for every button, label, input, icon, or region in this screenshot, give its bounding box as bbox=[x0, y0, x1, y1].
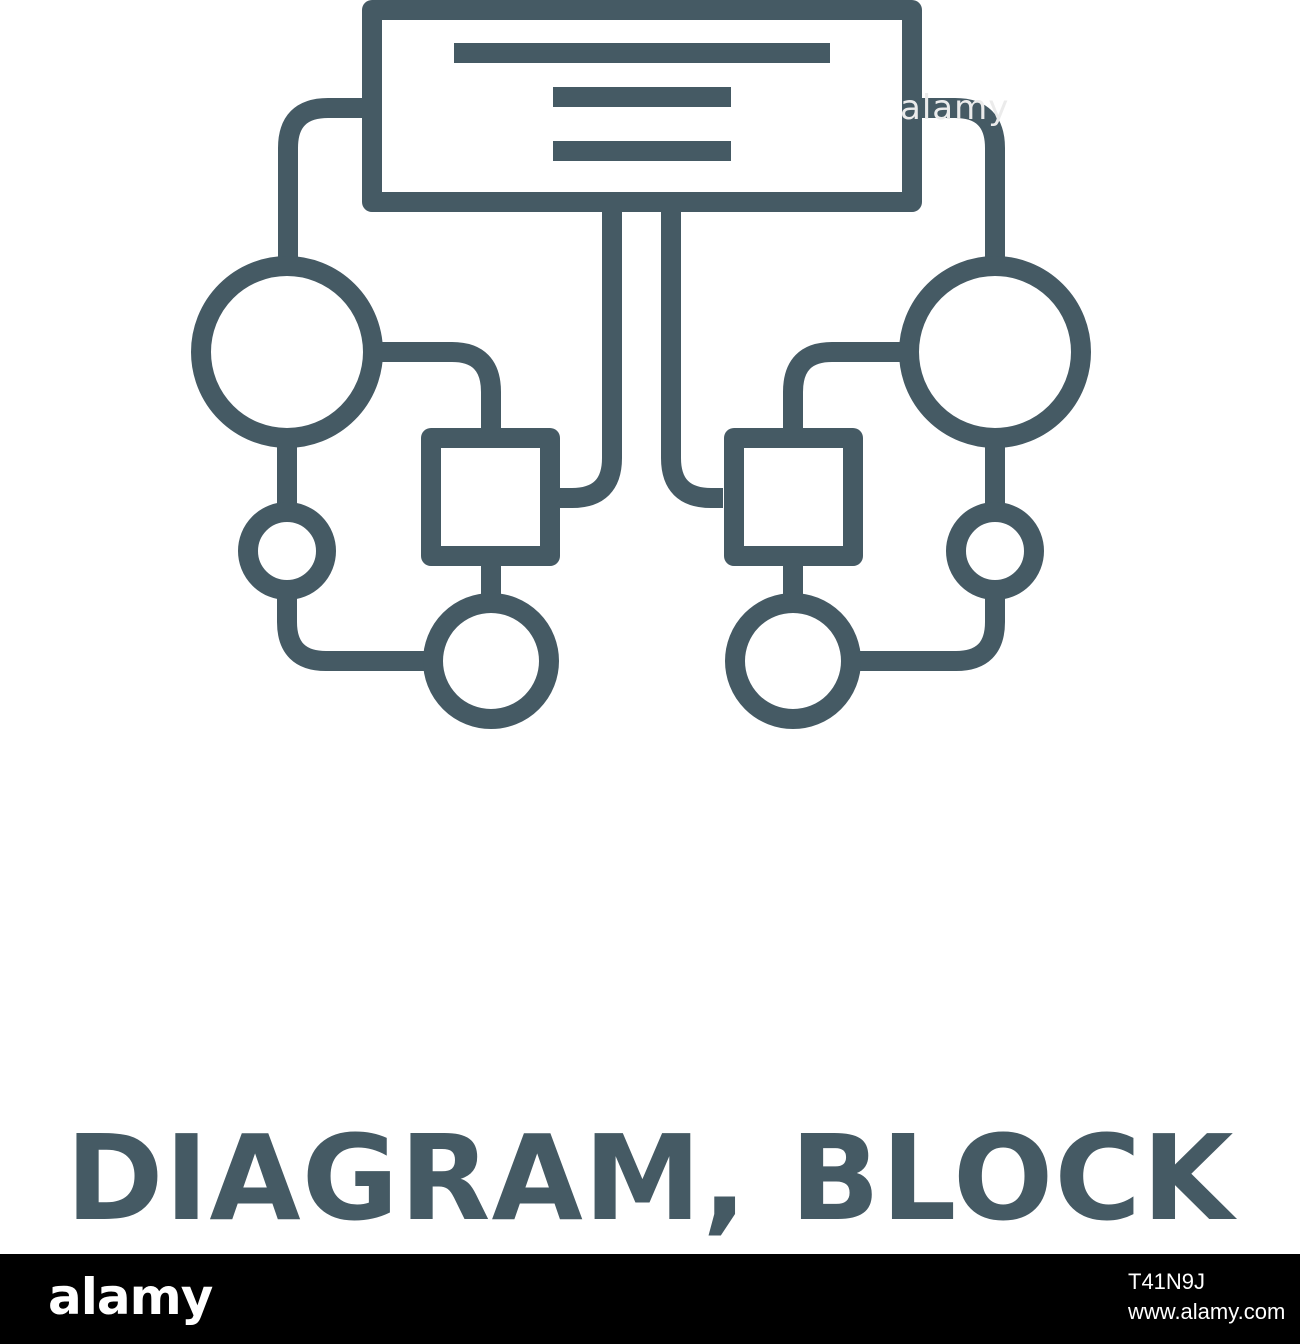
site-url: www.alamy.com bbox=[1128, 1299, 1286, 1324]
top-block bbox=[362, 0, 922, 212]
alamy-logo: alamy bbox=[48, 1268, 213, 1326]
image-id: T41N9J bbox=[1128, 1269, 1206, 1294]
alamy-watermark: alamy bbox=[900, 88, 1010, 128]
icon-title: DIAGRAM, BLOCK bbox=[65, 1109, 1235, 1247]
footer-bar: alamy T41N9J www.alamy.com bbox=[0, 1254, 1300, 1344]
block-diagram-icon bbox=[191, 0, 1091, 729]
